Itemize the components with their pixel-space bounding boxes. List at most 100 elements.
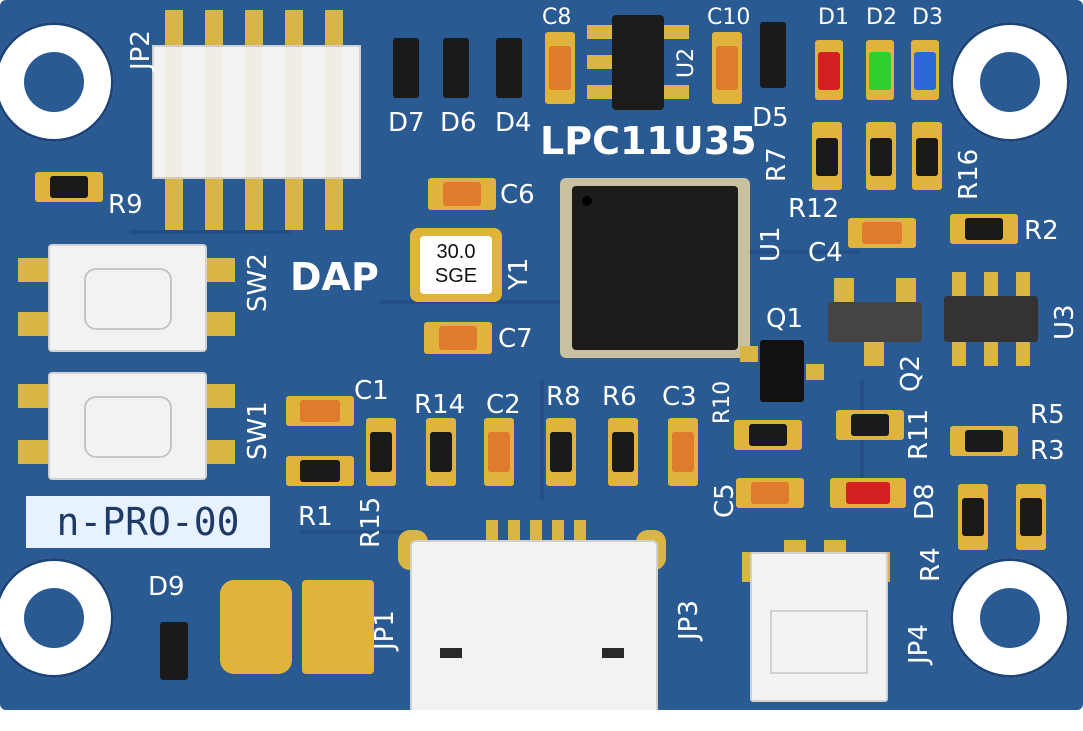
- connector-jp4[interactable]: [750, 552, 888, 702]
- resistor-r9: [50, 176, 88, 198]
- resistor-r5: [965, 430, 1003, 452]
- resistor-r15: [370, 432, 392, 472]
- crystal-y1: [420, 236, 492, 294]
- usb-pin: [486, 520, 498, 544]
- resistor-r12: [870, 138, 892, 176]
- designator-r9: R9: [108, 190, 143, 220]
- designator-r1: R1: [298, 502, 333, 532]
- designator-r10: R10: [710, 380, 735, 424]
- crystal-marking-line2: SGE: [434, 265, 478, 287]
- designator-sw2: SW2: [243, 253, 273, 312]
- switch-sw1[interactable]: [48, 372, 207, 480]
- trace: [540, 380, 544, 500]
- mounting-hole-bottom-left: [0, 558, 114, 678]
- diode-d7: [393, 38, 419, 98]
- designator-c10: C10: [707, 5, 751, 30]
- resistor-r14: [430, 432, 452, 472]
- usb-slot: [602, 648, 624, 658]
- usb-connector-jp1[interactable]: [410, 540, 658, 710]
- designator-jp2: JP2: [126, 30, 156, 70]
- designator-r8: R8: [546, 382, 581, 412]
- designator-r7: R7: [762, 147, 792, 182]
- designator-y1: Y1: [504, 257, 534, 290]
- designator-d5: D5: [752, 103, 789, 133]
- version-label: n-PRO-00: [26, 496, 270, 548]
- designator-r6: R6: [602, 382, 637, 412]
- designator-u3: U3: [1050, 304, 1080, 340]
- designator-d2: D2: [866, 5, 897, 30]
- u2-pin: [587, 55, 612, 69]
- crystal-marking: 30.0 SGE: [420, 240, 492, 288]
- mcu-part-label: LPC11U35: [540, 119, 757, 163]
- ic-u2: [612, 15, 664, 110]
- u3-pin: [984, 342, 998, 366]
- designator-d4: D4: [495, 108, 532, 138]
- u2-pin: [664, 85, 689, 99]
- trace: [720, 250, 860, 254]
- led-d2: [869, 52, 891, 90]
- trace: [860, 380, 864, 500]
- designator-c4: C4: [808, 238, 843, 268]
- designator-r14: R14: [414, 390, 466, 420]
- designator-jp4: JP4: [904, 624, 934, 664]
- designator-c8: C8: [542, 5, 572, 30]
- designator-c7: C7: [498, 324, 533, 354]
- designator-c5: C5: [710, 483, 740, 518]
- designator-r15: R15: [356, 496, 386, 548]
- sw2-pin: [18, 258, 48, 282]
- mounting-hole-top-right: [950, 22, 1070, 142]
- u2-pin: [587, 25, 612, 39]
- designator-r4: R4: [916, 547, 946, 582]
- designator-r2: R2: [1024, 216, 1059, 246]
- trace: [130, 230, 290, 234]
- diode-d4: [496, 38, 522, 98]
- transistor-q1: [760, 340, 804, 402]
- solder-pad: [220, 580, 292, 674]
- resistor-r4: [962, 498, 984, 536]
- designator-sw1: SW1: [243, 401, 273, 460]
- resistor-r10: [749, 424, 787, 446]
- designator-r11: R11: [904, 408, 934, 460]
- sw2-pin: [205, 258, 235, 282]
- jp4-housing: [770, 610, 868, 674]
- transistor-q2: [828, 302, 922, 342]
- designator-d7: D7: [388, 108, 425, 138]
- trace: [300, 530, 420, 534]
- jp2-header-cover: [152, 45, 361, 179]
- designator-r12: R12: [788, 194, 840, 224]
- capacitor-c7: [439, 326, 477, 350]
- resistor-r6: [612, 432, 634, 472]
- mcu-u1: [572, 186, 738, 350]
- diode-d9: [160, 622, 188, 680]
- resistor-r16: [916, 138, 938, 176]
- diode-d5: [760, 22, 786, 88]
- resistor-r2: [965, 218, 1003, 240]
- designator-c6: C6: [500, 180, 535, 210]
- pin1-marker: [582, 196, 592, 206]
- usb-slot: [440, 648, 462, 658]
- u2-pin: [664, 25, 689, 39]
- sw2-pin: [18, 312, 48, 336]
- mounting-hole-top-left: [0, 22, 114, 142]
- led-d3: [914, 52, 936, 90]
- trace: [380, 300, 560, 304]
- sw1-actuator[interactable]: [84, 396, 172, 458]
- switch-sw2[interactable]: [48, 244, 207, 352]
- designator-jp3: JP3: [674, 600, 704, 640]
- designator-d1: D1: [818, 5, 849, 30]
- sw1-pin: [205, 384, 235, 408]
- u3-pin: [952, 272, 966, 296]
- q2-pin: [834, 278, 854, 302]
- sw2-actuator[interactable]: [84, 268, 172, 330]
- designator-c2: C2: [486, 390, 521, 420]
- solder-pad: [302, 580, 374, 674]
- designator-d6: D6: [440, 108, 477, 138]
- u3-pin: [1016, 342, 1030, 366]
- designator-r3: R3: [1030, 436, 1065, 466]
- ic-u3: [944, 296, 1038, 342]
- designator-q2: Q2: [896, 354, 926, 392]
- capacitor-c1: [300, 400, 340, 422]
- capacitor-c4: [862, 222, 902, 244]
- sw2-pin: [205, 312, 235, 336]
- designator-d8: D8: [910, 483, 940, 520]
